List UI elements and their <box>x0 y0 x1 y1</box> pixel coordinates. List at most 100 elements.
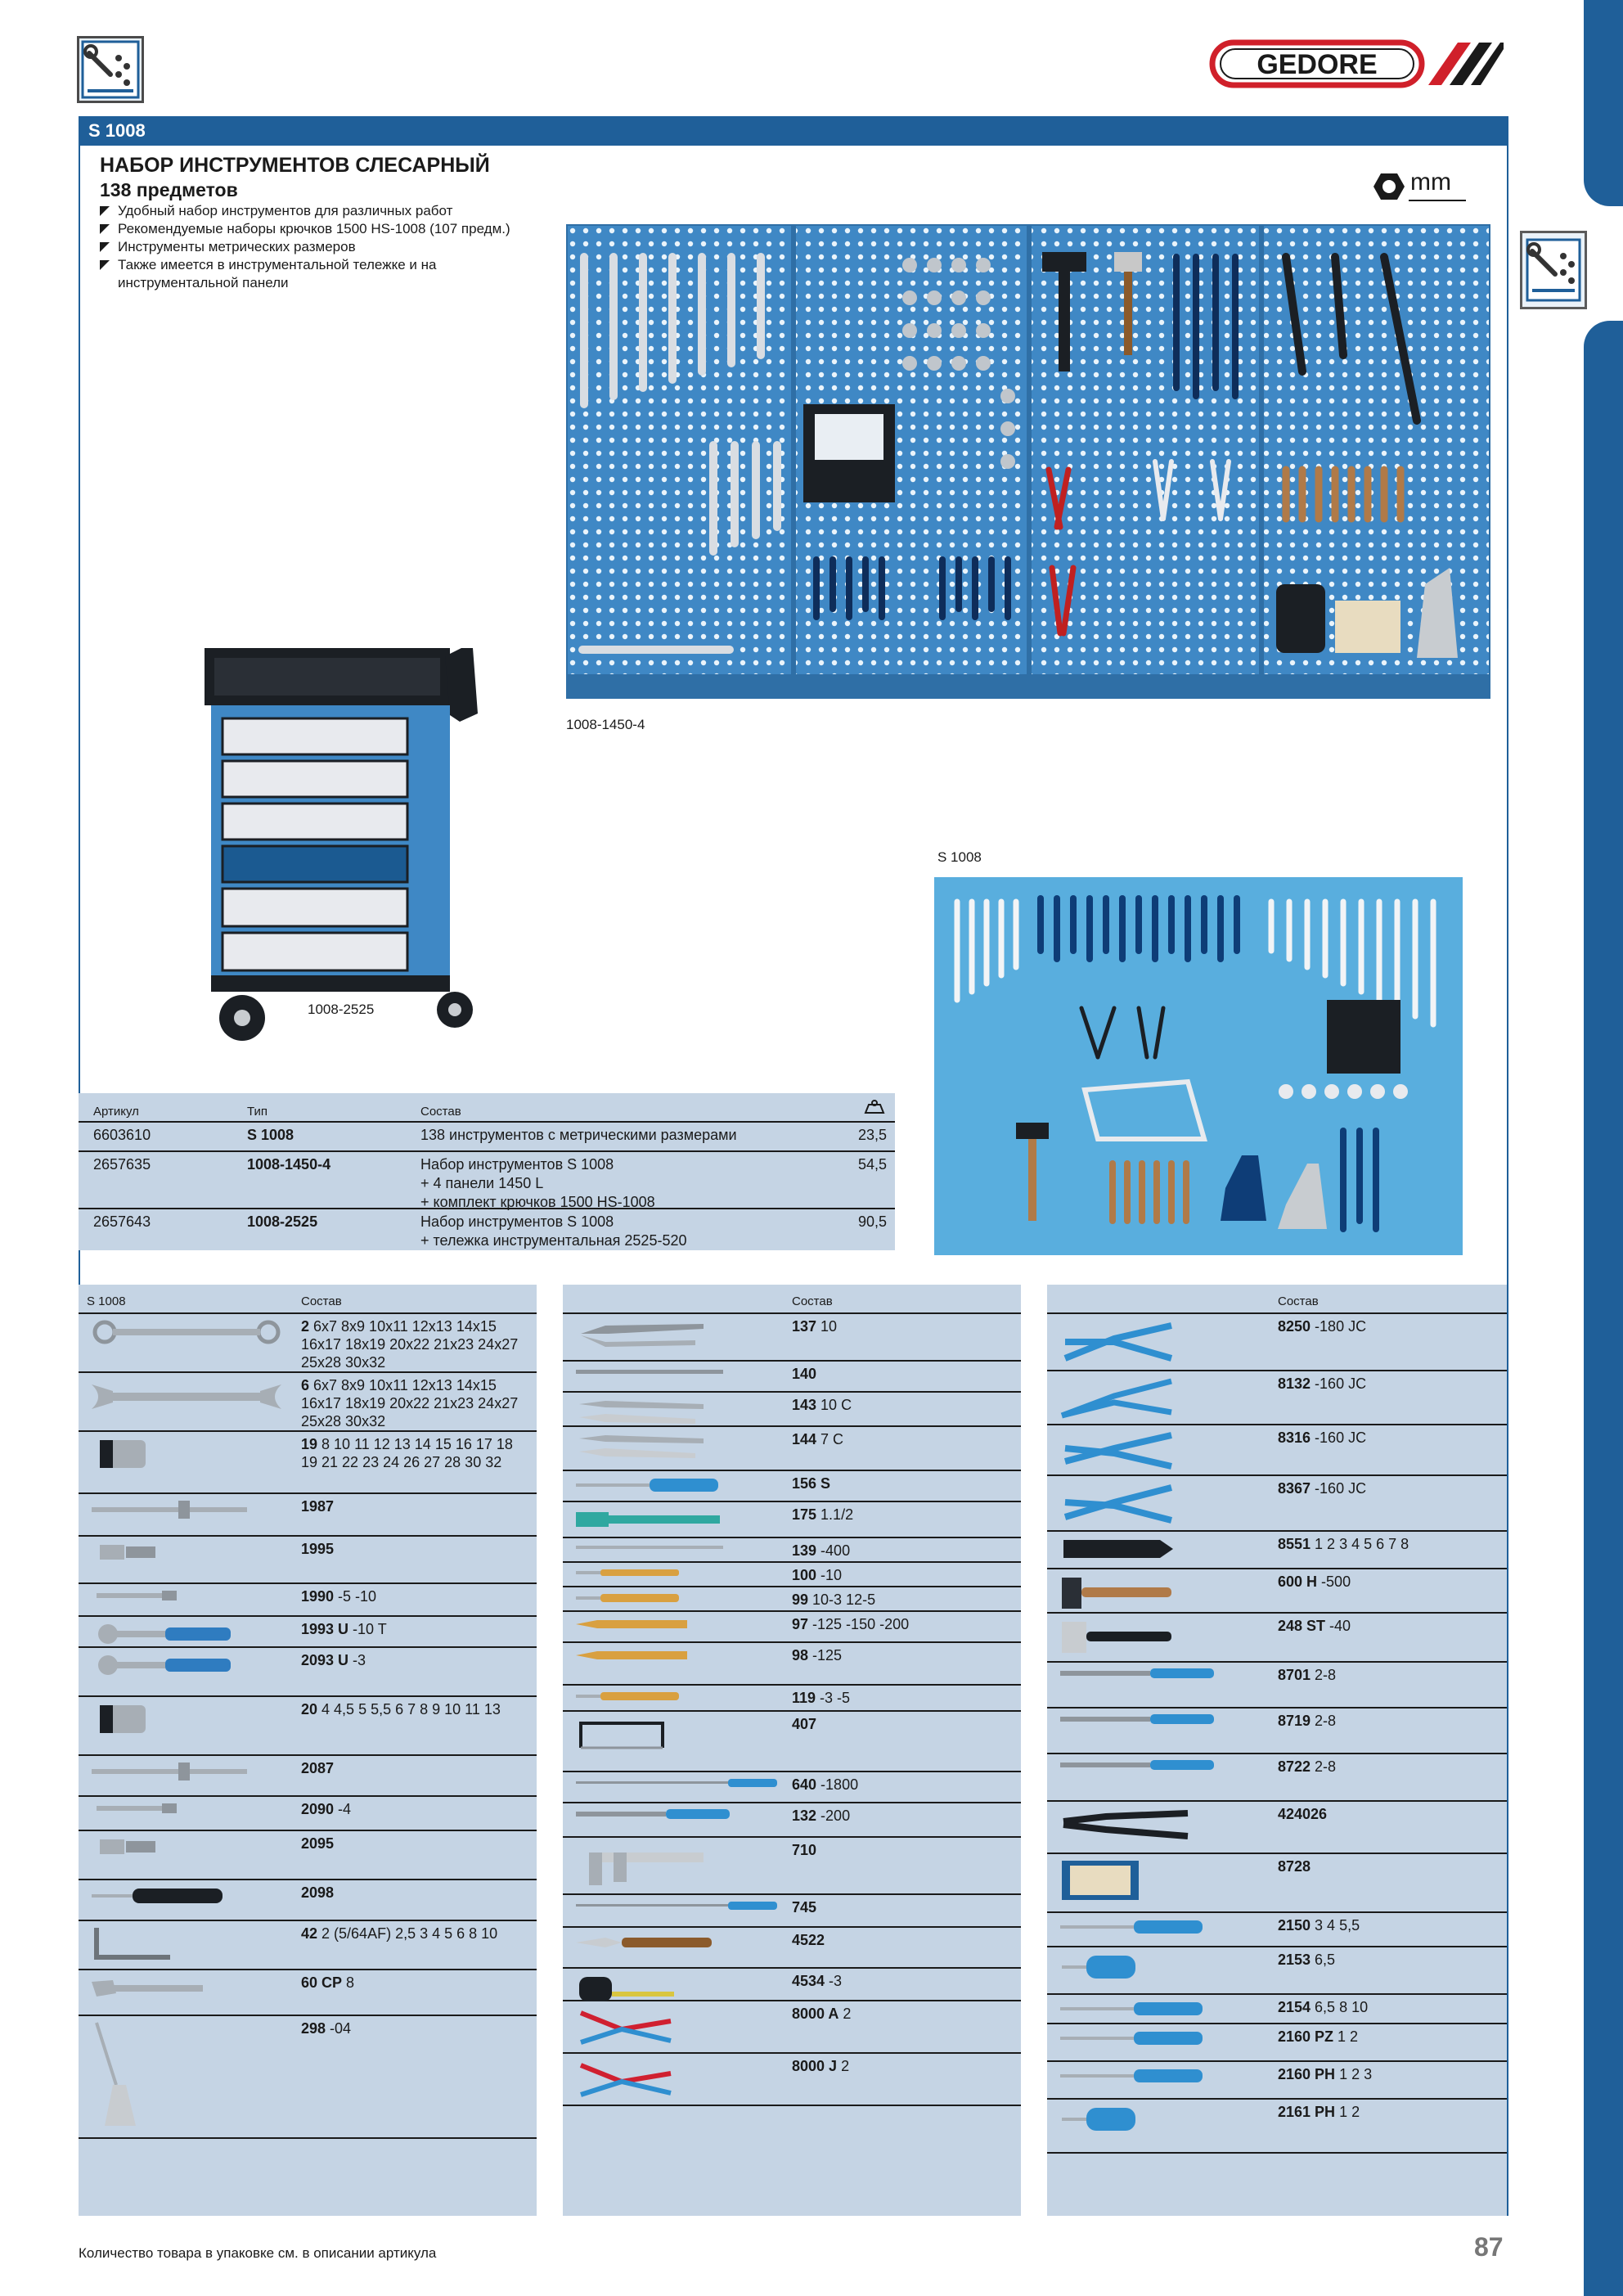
item-code: 20 4 4,5 5 5,5 6 7 8 9 10 11 13 <box>301 1700 501 1718</box>
article-number: 2657635 <box>93 1156 151 1173</box>
list-item: 20 4 4,5 5 5,5 6 7 8 9 10 11 13 <box>79 1697 537 1756</box>
item-sizes: 99 10-3 12-5 <box>792 1591 876 1608</box>
grip-pliers-icon <box>573 1317 712 1354</box>
list-item: 2153 6,5 <box>1047 1947 1507 1995</box>
list-item: 8132 -160 JC <box>1047 1371 1507 1425</box>
oil-can-icon <box>88 2019 154 2138</box>
list-item: 132 -200 <box>563 1803 1021 1838</box>
item-sizes: 1990 -5 -10 <box>301 1588 377 1605</box>
list-item: 6 6x7 8x9 10x11 12x13 14x15 16x17 18x19 2… <box>79 1373 537 1432</box>
list-item: 8728 <box>1047 1854 1507 1913</box>
circlip-pliers-icon <box>573 2057 679 2107</box>
item-code-number: 640 <box>792 1776 817 1793</box>
list-item: 298 -04 <box>79 2016 537 2139</box>
tool-panel-photo <box>564 223 1492 700</box>
article-composition: + тележка инструментальная 2525-520 <box>420 1232 687 1249</box>
item-code-number: 248 ST <box>1278 1618 1326 1634</box>
item-code-number: 424026 <box>1278 1806 1328 1822</box>
metric-badge: mm <box>1373 169 1466 205</box>
list-item: 140 <box>563 1362 1021 1393</box>
punch-icon <box>573 1591 687 1609</box>
item-sizes: 8316 -160 JC <box>1278 1429 1367 1446</box>
item-sizes: 8250 -180 JC <box>1278 1318 1367 1335</box>
file-icon <box>1057 1712 1221 1731</box>
water-pump-pliers-icon <box>573 1396 712 1429</box>
item-code-number: 1993 U <box>301 1621 349 1637</box>
hex-nut-icon <box>1373 173 1405 200</box>
item-code-number: 42 <box>301 1925 318 1942</box>
header-composition: Состав <box>420 1105 461 1119</box>
item-sizes: 2 6x7 8x9 10x11 12x13 14x15 <box>301 1318 497 1335</box>
item-sizes: 407 <box>792 1715 816 1733</box>
file-icon <box>1057 1666 1221 1685</box>
item-code: 8000 A 2 <box>792 2005 851 2023</box>
list-item: 2160 PH 1 2 3 <box>1047 2062 1507 2100</box>
item-sizes: 2160 PZ 1 2 <box>1278 2028 1359 2045</box>
screwdriver-icon <box>1057 2065 1212 2091</box>
item-code: 2154 6,5 8 10 <box>1278 1998 1368 2016</box>
article-composition: 138 инструментов с метрическими размерам… <box>420 1127 737 1143</box>
tin-snips-icon <box>1057 1805 1196 1847</box>
item-sizes: 2153 6,5 <box>1278 1952 1336 1968</box>
ring-spanner-icon <box>88 1317 285 1351</box>
table-row: 6603610 S 1008 138 инструментов с метрич… <box>79 1123 895 1152</box>
item-sizes: 98 -125 <box>792 1647 843 1663</box>
item-code: 745 <box>792 1898 816 1916</box>
item-code: 143 10 C <box>792 1396 852 1414</box>
item-sizes: 2095 <box>301 1835 334 1853</box>
open-spanner-icon <box>88 1376 285 1421</box>
item-code-number: 99 <box>792 1591 809 1608</box>
item-sizes: 4534 -3 <box>792 1973 843 1989</box>
item-sizes: 2090 -4 <box>301 1801 352 1817</box>
item-code-number: 97 <box>792 1616 809 1632</box>
item-code-number: 119 <box>792 1690 816 1706</box>
header-type: Тип <box>247 1105 268 1119</box>
logo-text: GEDORE <box>1257 49 1377 80</box>
scraper-icon <box>573 1365 728 1382</box>
file-set-icon <box>1057 1857 1147 1907</box>
item-code-number: 2154 <box>1278 1999 1311 2015</box>
tool-category-icon <box>77 36 144 103</box>
pipe-wrench-icon <box>573 1506 728 1537</box>
item-sizes: 8722 2-8 <box>1278 1758 1337 1775</box>
column-header: Состав <box>1047 1285 1507 1314</box>
item-sizes: 143 10 C <box>792 1397 852 1413</box>
table-row: 2657635 1008-1450-4 Набор инструментов S… <box>79 1152 895 1210</box>
item-code-number: 2095 <box>301 1835 335 1852</box>
item-code: 1990 -5 -10 <box>301 1587 376 1605</box>
item-code-number: 8701 <box>1278 1667 1311 1683</box>
item-code-number: 2161 PH <box>1278 2104 1336 2120</box>
item-sizes: 19 21 22 23 24 26 27 28 30 32 <box>301 1454 502 1470</box>
list-item: 60 CP 8 <box>79 1970 537 2016</box>
item-code: 1995 <box>301 1540 334 1558</box>
ratchet-icon <box>88 1620 244 1652</box>
item-code-number: 100 <box>792 1567 817 1583</box>
list-item: 100 -10 <box>563 1563 1021 1587</box>
list-item: 97 -125 -150 -200 <box>563 1612 1021 1643</box>
universal-joint-icon <box>88 1835 170 1863</box>
item-sizes: 8000 A 2 <box>792 2006 852 2022</box>
item-sizes: 100 -10 <box>792 1567 843 1583</box>
item-code: 99 10-3 12-5 <box>792 1591 875 1609</box>
item-sizes: 298 -04 <box>301 2020 352 2037</box>
list-item: 8316 -160 JC <box>1047 1425 1507 1476</box>
article-type: 1008-1450-4 <box>247 1156 331 1173</box>
screwdriver-icon <box>1057 1998 1212 2024</box>
item-sizes: 640 -1800 <box>792 1776 859 1793</box>
list-item: 2090 -4 <box>79 1797 537 1831</box>
list-item: 1990 -5 -10 <box>79 1584 537 1617</box>
component-column: Состав 8250 -180 JC 8132 -160 JC 8316 -160 … <box>1047 1285 1507 2216</box>
list-item: 99 10-3 12-5 <box>563 1587 1021 1612</box>
list-item: 1995 <box>79 1537 537 1584</box>
item-sizes: 16x17 18x19 20x22 21x23 24x27 <box>301 1395 519 1411</box>
item-code: 2098 <box>301 1884 334 1902</box>
side-cutter-icon <box>1057 1429 1180 1477</box>
item-code-number: 8250 <box>1278 1318 1311 1335</box>
universal-joint-icon <box>88 1540 170 1569</box>
item-sizes: 248 ST -40 <box>1278 1618 1351 1634</box>
list-item: 600 H -500 <box>1047 1569 1507 1614</box>
item-code: 140 <box>792 1365 816 1383</box>
item-sizes: 6 6x7 8x9 10x11 12x13 14x15 <box>301 1377 497 1393</box>
item-code: 2095 <box>301 1835 334 1853</box>
